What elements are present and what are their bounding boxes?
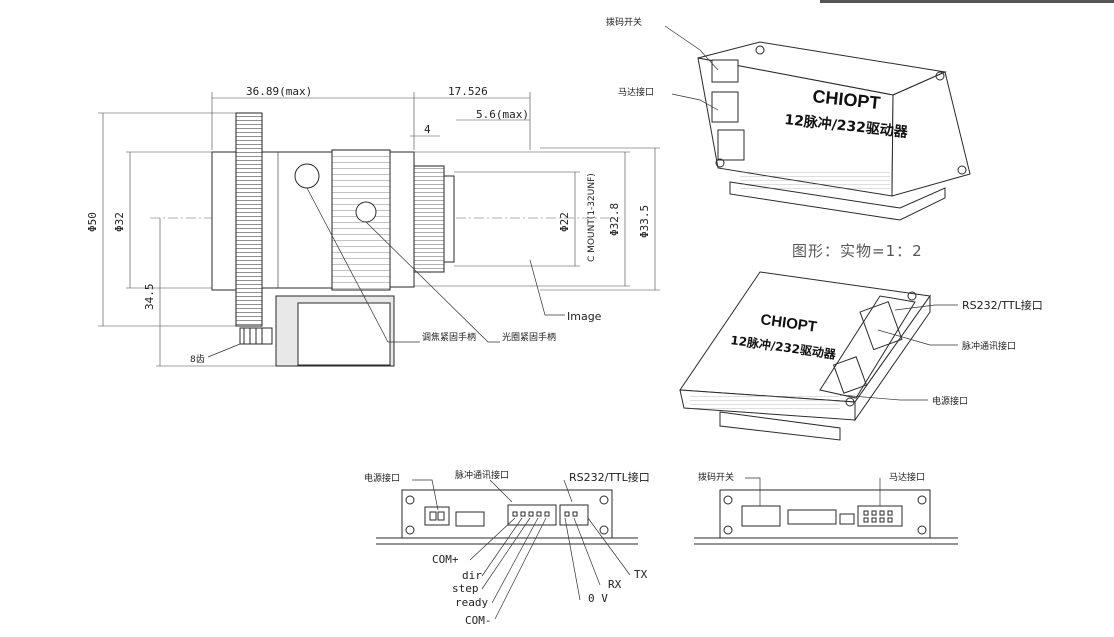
top-edge-band: [820, 0, 1114, 3]
label-power-front: 电源接口: [364, 472, 400, 484]
label-dip-switch-back: 拨码开关: [698, 471, 734, 483]
label-image: Image: [567, 310, 602, 323]
pin-tx: TX: [634, 568, 648, 581]
scale-caption: 图形：实物=1：2: [792, 242, 923, 260]
label-8-teeth: 8齿: [190, 354, 205, 365]
label-rs232-front: RS232/TTL接口: [569, 471, 650, 484]
dim-5-6: 5.6(max): [476, 108, 529, 121]
pin-step: step: [452, 582, 479, 595]
label-pulse-bottom: 脉冲通讯接口: [962, 340, 1016, 352]
label-dip-switch-top: 拨码开关: [606, 16, 642, 28]
driver-bottom-iso: [679, 271, 958, 441]
pin-ready: ready: [455, 596, 488, 609]
gear-ring: [235, 112, 263, 327]
dim-34-5: 34.5: [143, 284, 156, 311]
label-pulse-front: 脉冲通讯接口: [455, 469, 509, 481]
dim-phi32: Φ32: [113, 212, 126, 232]
label-focus-knob: 调焦紧固手柄: [422, 331, 476, 343]
label-iris-knob: 光圈紧固手柄: [502, 331, 556, 343]
dim-17-526: 17.526: [448, 85, 488, 98]
dim-c-mount: C MOUNT(1-32UNF): [587, 173, 597, 262]
label-motor-port-top: 马达接口: [618, 86, 654, 98]
label-rs232-bottom: RS232/TTL接口: [962, 299, 1043, 312]
dim-phi33-5: Φ33.5: [638, 205, 651, 238]
dim-36-89: 36.89(max): [246, 85, 312, 98]
dim-phi50: Φ50: [86, 212, 99, 232]
label-motor-port-back: 马达接口: [889, 471, 925, 483]
pin-dir: dir: [462, 569, 482, 582]
pin-0v: 0 V: [588, 592, 608, 605]
iris-knob-icon: [355, 201, 377, 223]
lens-side-view: [98, 92, 660, 367]
driver-front-view: [376, 479, 638, 620]
pin-rx: RX: [608, 578, 622, 591]
driver-back-view: [694, 477, 958, 545]
dim-phi22: Φ22: [558, 212, 571, 232]
pin-com-plus: COM+: [432, 553, 459, 566]
dim-phi32-8: Φ32.8: [608, 203, 621, 236]
dim-4: 4: [424, 123, 431, 136]
driver-top-iso: [664, 25, 971, 221]
pin-com-minus: COM-: [465, 614, 492, 627]
label-power-bottom: 电源接口: [932, 395, 968, 407]
